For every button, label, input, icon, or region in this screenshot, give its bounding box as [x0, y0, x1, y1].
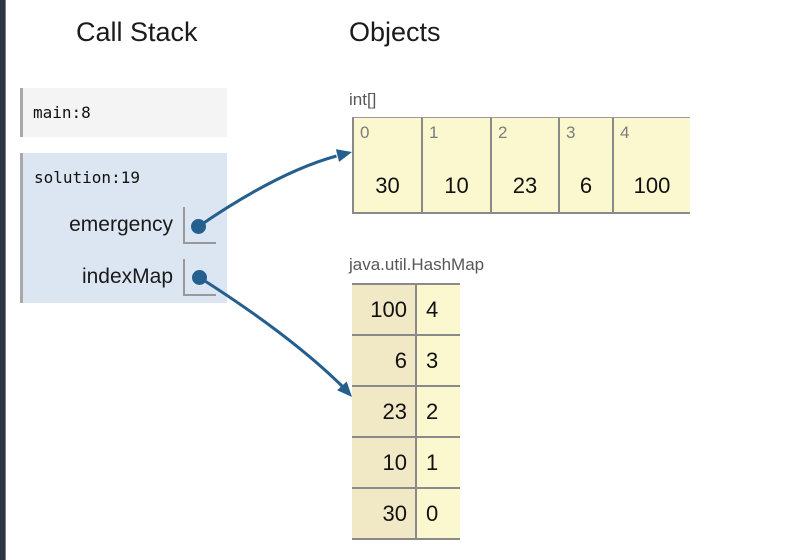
- array-index-label: 4: [620, 123, 630, 142]
- array-cell: 0 30: [352, 117, 421, 214]
- hashmap-key: 10: [352, 438, 417, 487]
- hashmap-entry-row: 10 1: [352, 438, 460, 489]
- array-cell-value: 6: [579, 173, 593, 198]
- hashmap-entry-row: 30 0: [352, 489, 460, 540]
- array-cell: 3 6: [558, 117, 612, 214]
- pointer-cell-indexmap: [183, 259, 216, 296]
- array-cell-value: 10: [444, 173, 469, 198]
- variable-name-indexmap: indexMap: [81, 265, 173, 288]
- hashmap-value: 4: [417, 285, 460, 334]
- array-index-label: 3: [566, 123, 576, 142]
- stack-frame-main: main:8: [20, 88, 227, 137]
- variable-name-emergency: emergency: [69, 213, 173, 236]
- call-stack-title: Call Stack: [76, 17, 198, 47]
- frame-label-main: main:8: [33, 103, 91, 122]
- pointer-cell-emergency: [183, 207, 216, 244]
- hashmap-entry-row: 100 4: [352, 285, 460, 336]
- array-index-label: 2: [498, 123, 508, 142]
- hashmap-value: 2: [417, 387, 460, 436]
- hashmap-value: 3: [417, 336, 460, 385]
- objects-title: Objects: [349, 17, 441, 47]
- hashmap-key: 100: [352, 285, 417, 334]
- array-cell-value: 100: [633, 173, 671, 198]
- hashmap-key: 23: [352, 387, 417, 436]
- array-index-label: 1: [429, 123, 439, 142]
- array-cell-value: 30: [375, 173, 400, 198]
- int-array-object: 0 30 1 10 2 23 3 6 4 100: [352, 117, 690, 214]
- hashmap-value: 1: [417, 438, 460, 487]
- hashmap-object: 100 4 6 3 23 2 10 1 30 0: [352, 283, 460, 540]
- array-index-label: 0: [360, 123, 370, 142]
- array-cell: 4 100: [612, 117, 690, 214]
- hashmap-key: 30: [352, 489, 417, 538]
- arrowhead-indexmap-icon: [337, 381, 352, 397]
- arrowhead-emergency-icon: [335, 149, 352, 162]
- hashmap-entry-row: 23 2: [352, 387, 460, 438]
- array-type-label: int[]: [349, 90, 377, 109]
- hashmap-key: 6: [352, 336, 417, 385]
- array-cell: 1 10: [421, 117, 490, 214]
- window-edge-bar: [0, 0, 6, 560]
- hashmap-entry-row: 6 3: [352, 336, 460, 387]
- hashmap-type-label: java.util.HashMap: [349, 255, 485, 274]
- frame-label-solution: solution:19: [34, 168, 140, 187]
- array-cell-value: 23: [512, 173, 538, 198]
- hashmap-value: 0: [417, 489, 460, 538]
- array-cell: 2 23: [490, 117, 558, 214]
